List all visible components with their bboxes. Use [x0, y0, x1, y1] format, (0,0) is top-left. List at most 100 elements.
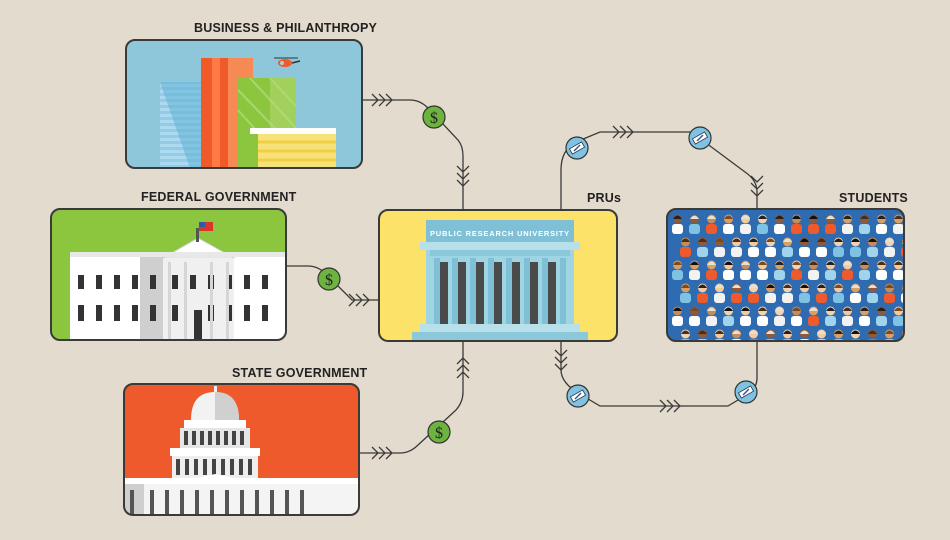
student-figure: [816, 283, 827, 303]
student-figure: [901, 329, 904, 341]
dollar-coin-icon: $: [427, 420, 451, 444]
student-figure: [672, 214, 683, 234]
student-figure: [723, 260, 734, 280]
student-figure: [680, 283, 691, 303]
student-figure: [782, 329, 793, 341]
flow-business-to-pru: [362, 99, 464, 210]
arrow-icon: [554, 349, 568, 371]
student-figure: [723, 214, 734, 234]
student-figure: [799, 329, 810, 341]
student-figure: [672, 306, 683, 326]
flow-students-to-pru-bottom: [560, 341, 758, 407]
student-figure: [748, 329, 759, 341]
arrow-icon: [659, 399, 681, 413]
student-figure: [748, 283, 759, 303]
student-figure: [884, 329, 895, 341]
prus-box: PUBLIC RESEARCH UNIVERSITY: [378, 209, 618, 342]
student-figure: [825, 306, 836, 326]
diploma-icon: [565, 136, 589, 160]
student-figure: [782, 283, 793, 303]
federal-box: [50, 208, 287, 341]
student-figure: [842, 260, 853, 280]
student-figure: [799, 237, 810, 257]
arrow-icon: [348, 293, 370, 307]
university-building-icon: PUBLIC RESEARCH UNIVERSITY: [412, 220, 588, 341]
student-figure: [859, 214, 870, 234]
arrow-icon: [456, 357, 470, 379]
capitol-icon: [124, 386, 359, 515]
student-figure: [833, 237, 844, 257]
student-figure: [867, 237, 878, 257]
student-figure: [697, 237, 708, 257]
student-figure: [774, 214, 785, 234]
white-house-icon: [70, 222, 285, 340]
student-figure: [808, 306, 819, 326]
arrow-icon: [612, 125, 634, 139]
arrow-icon: [371, 93, 393, 107]
student-figure: [850, 237, 861, 257]
student-figure: [697, 283, 708, 303]
student-figure: [714, 283, 725, 303]
student-figure: [876, 260, 887, 280]
student-figure: [714, 237, 725, 257]
student-figure: [842, 306, 853, 326]
state-label: STATE GOVERNMENT: [232, 366, 368, 380]
student-figure: [808, 214, 819, 234]
student-figure: [774, 260, 785, 280]
student-figure: [808, 260, 819, 280]
arrow-icon: [456, 165, 470, 187]
prus-label: PRUs: [587, 191, 622, 205]
student-figure: [757, 214, 768, 234]
student-figure: [714, 329, 725, 341]
students-label: STUDENTS: [839, 191, 908, 205]
dollar-coin-icon: $: [422, 105, 446, 129]
dollar-coin-icon: $: [317, 267, 341, 291]
arrow-icon: [371, 446, 393, 460]
student-figure: [731, 329, 742, 341]
student-figure: [825, 214, 836, 234]
student-figure: [765, 283, 776, 303]
student-figure: [774, 306, 785, 326]
diploma-icon: [688, 126, 712, 150]
diploma-icon: [734, 380, 758, 404]
student-figure: [706, 214, 717, 234]
student-figure: [825, 260, 836, 280]
svg-text:$: $: [435, 425, 443, 442]
student-figure: [740, 214, 751, 234]
student-figure: [850, 283, 861, 303]
student-figure: [757, 260, 768, 280]
student-figure: [680, 329, 691, 341]
helicopter-icon: [274, 57, 301, 67]
student-figure: [723, 306, 734, 326]
student-figure: [748, 237, 759, 257]
student-figure: [876, 306, 887, 326]
student-figure: [791, 260, 802, 280]
svg-text:$: $: [325, 272, 333, 289]
student-figure: [893, 306, 904, 326]
student-figure: [799, 283, 810, 303]
diploma-icon: [566, 384, 590, 408]
student-figure: [731, 283, 742, 303]
student-figure: [816, 237, 827, 257]
student-figure: [884, 237, 895, 257]
student-figure: [697, 329, 708, 341]
state-box: [123, 383, 360, 516]
student-figure: [833, 283, 844, 303]
student-figure: [893, 260, 904, 280]
university-sign: PUBLIC RESEARCH UNIVERSITY: [430, 229, 570, 238]
student-figure: [689, 260, 700, 280]
student-figure: [706, 260, 717, 280]
student-figure: [791, 214, 802, 234]
svg-text:$: $: [430, 110, 438, 127]
student-figure: [893, 214, 904, 234]
student-figure: [731, 237, 742, 257]
students-crowd: [672, 214, 904, 341]
student-figure: [867, 329, 878, 341]
student-figure: [859, 260, 870, 280]
student-figure: [689, 214, 700, 234]
student-figure: [782, 237, 793, 257]
student-figure: [884, 283, 895, 303]
student-figure: [833, 329, 844, 341]
